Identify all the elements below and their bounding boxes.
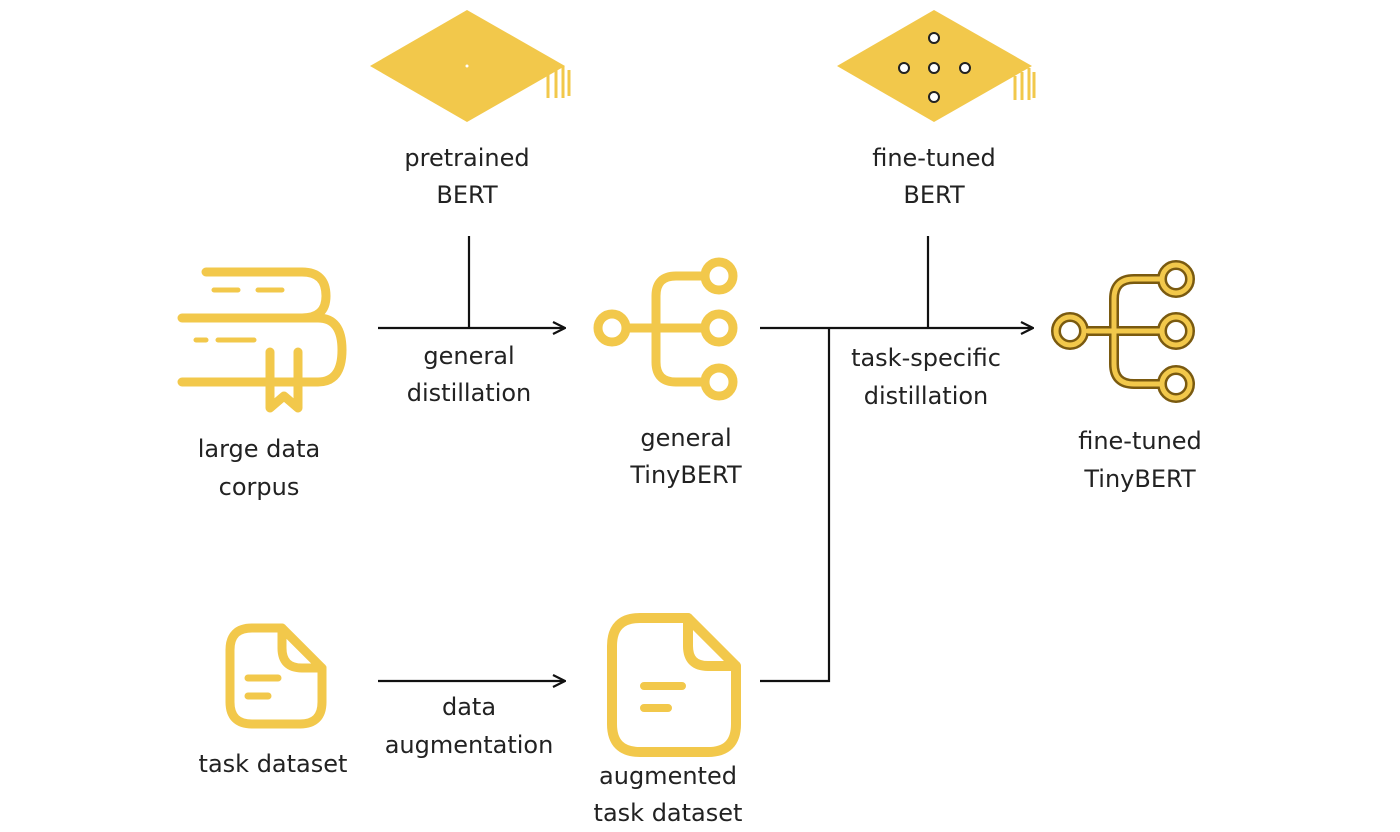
finetuned-tinybert-label-line2: TinyBERT <box>1083 465 1196 493</box>
finetuned-bert-cap-icon <box>837 10 1036 122</box>
data-augmentation-label-line1: data <box>442 693 496 721</box>
general-distillation-label-line2: distillation <box>407 379 532 407</box>
task-dataset-label: task dataset <box>199 750 348 778</box>
augmented-dataset-label-line2: task dataset <box>594 799 743 827</box>
task-specific-distillation-label-line1: task-specific <box>851 344 1001 372</box>
augmented-dataset-document-icon <box>607 613 741 757</box>
task-dataset-document-icon <box>225 623 327 729</box>
augmented-dataset-connector <box>760 328 831 683</box>
data-augmentation-label-line2: augmentation <box>385 731 554 759</box>
augmented-dataset-label-line1: augmented <box>599 762 737 790</box>
general-tinybert-label-line1: general <box>640 424 731 452</box>
general-distillation-label-line1: general <box>423 342 514 370</box>
general-tinybert-label-line2: TinyBERT <box>629 461 742 489</box>
general-tinybert-network-icon <box>593 257 738 401</box>
finetuned-bert-label-line1: fine-tuned <box>872 144 996 172</box>
finetuned-tinybert-label-line1: fine-tuned <box>1078 427 1202 455</box>
pretrained-bert-cap-icon <box>370 10 571 122</box>
large-data-corpus-label-line1: large data <box>198 435 321 463</box>
finetuned-bert-label-line2: BERT <box>903 181 965 209</box>
books-icon <box>177 267 347 413</box>
large-data-corpus-label-line2: corpus <box>219 473 300 501</box>
pretrained-bert-label-line1: pretrained <box>404 144 529 172</box>
pretrained-bert-label-line2: BERT <box>436 181 498 209</box>
task-specific-distillation-label-line2: distillation <box>864 382 989 410</box>
finetuned-tinybert-network-icon <box>1051 260 1195 403</box>
